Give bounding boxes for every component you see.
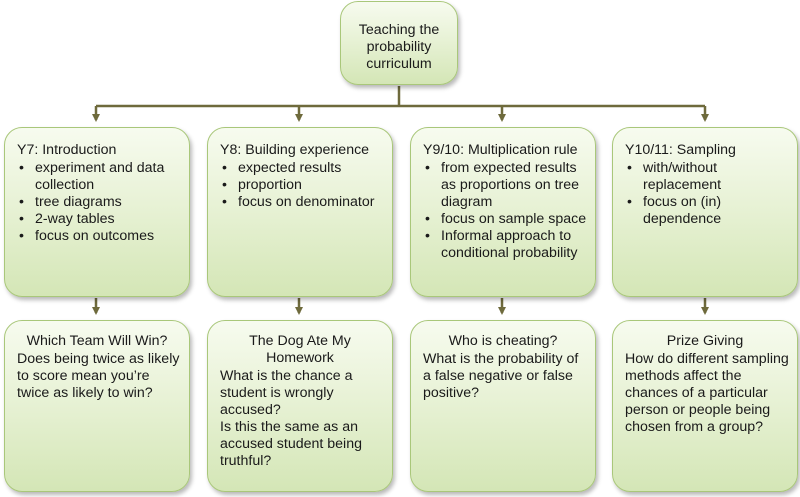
stage-node-y7: Y7: Introduction experiment and data col…	[4, 127, 190, 297]
activity-node-who-cheating: Who is cheating? What is the probability…	[410, 320, 596, 492]
root-node: Teaching the probability curriculum	[340, 1, 458, 85]
stage-bullet-list: experiment and data collection tree diag…	[17, 160, 181, 245]
stage-node-y8: Y8: Building experience expected results…	[207, 127, 393, 297]
stage-bullet-list: expected results proportion focus on den…	[220, 160, 384, 211]
stage-bullet: proportion	[220, 177, 384, 194]
activity-node-prize-giving: Prize Giving How do different sampling m…	[612, 320, 798, 492]
activity-question: What is the chance a student is wrongly …	[220, 368, 353, 418]
stage-bullet: tree diagrams	[17, 194, 181, 211]
activity-question: What is the probability of a false negat…	[423, 351, 579, 401]
stage-bullet: expected results	[220, 160, 384, 177]
stage-bullet: focus on outcomes	[17, 228, 181, 245]
activity-question: Does being twice as likely to score mean…	[17, 351, 180, 401]
activity-question: Is this the same as an accused student b…	[220, 419, 362, 469]
stage-heading: Y7: Introduction	[17, 142, 117, 158]
stage-bullet: with/without replacement	[625, 160, 789, 194]
stage-bullet: Informal approach to conditional probabi…	[423, 228, 587, 262]
root-label: Teaching the probability curriculum	[358, 22, 440, 72]
stage-heading: Y9/10: Multiplication rule	[423, 142, 578, 158]
stage-node-y9-10: Y9/10: Multiplication rule from expected…	[410, 127, 596, 297]
stage-node-y10-11: Y10/11: Sampling with/without replacemen…	[612, 127, 798, 297]
stage-bullet: experiment and data collection	[17, 160, 181, 194]
stage-bullet: focus on denominator	[220, 194, 384, 211]
activity-node-which-team: Which Team Will Win? Does being twice as…	[4, 320, 190, 492]
stage-bullet-list: from expected results as proportions on …	[423, 160, 587, 262]
stage-heading: Y10/11: Sampling	[625, 142, 736, 158]
stage-bullet: focus on sample space	[423, 211, 587, 228]
stage-heading: Y8: Building experience	[220, 142, 370, 158]
activity-title: The Dog Ate My Homework	[249, 333, 351, 366]
activity-title: Who is cheating?	[448, 333, 558, 349]
activity-title: Which Team Will Win?	[26, 333, 168, 349]
stage-bullet: from expected results as proportions on …	[423, 160, 587, 211]
activity-question: How do different sampling methods affect…	[625, 351, 789, 435]
activity-node-dog-homework: The Dog Ate My Homework What is the chan…	[207, 320, 393, 492]
stage-bullet: 2-way tables	[17, 211, 181, 228]
stage-bullet: focus on (in) dependence	[625, 194, 789, 228]
stage-bullet-list: with/without replacement focus on (in) d…	[625, 160, 789, 228]
activity-title: Prize Giving	[666, 333, 744, 349]
